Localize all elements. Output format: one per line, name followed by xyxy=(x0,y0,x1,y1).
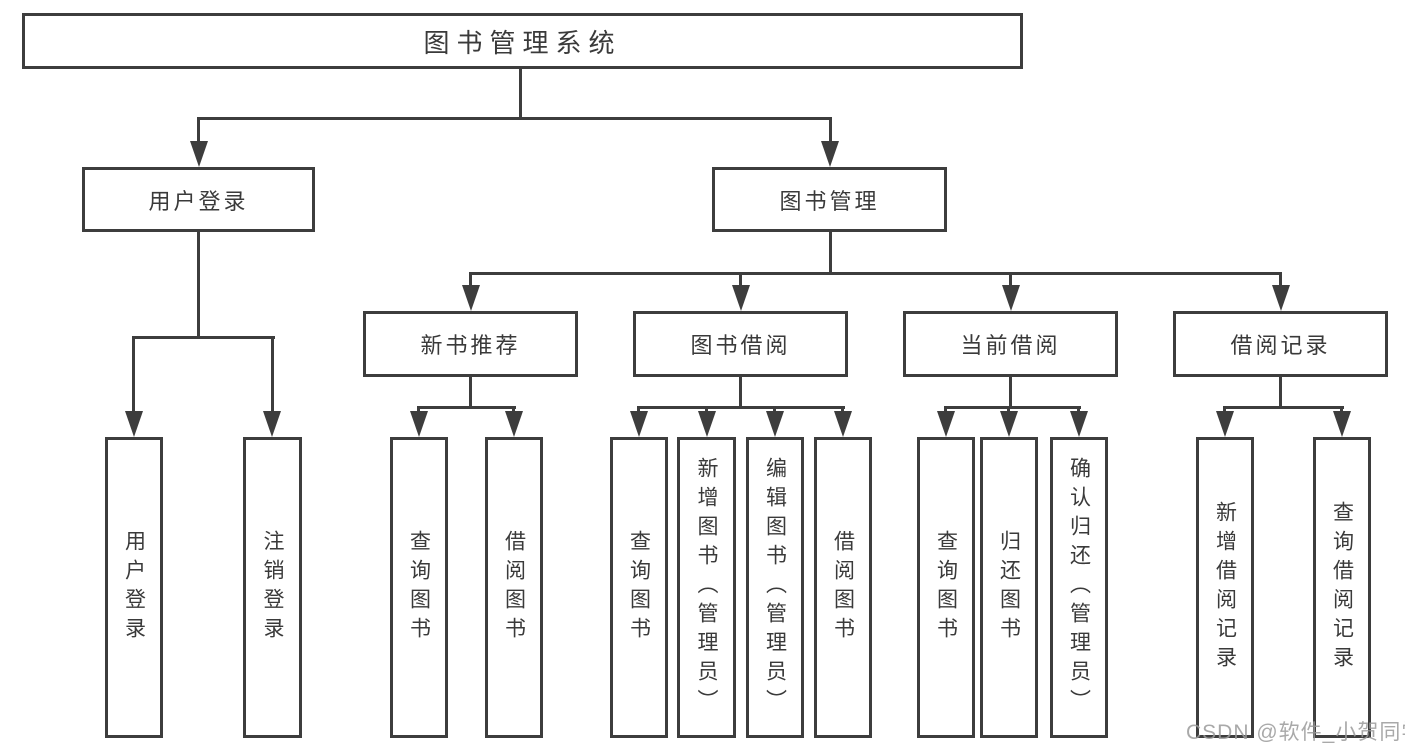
leaf-label: 新增借阅记录 xyxy=(1213,500,1237,675)
arrow-down-icon xyxy=(1000,411,1018,437)
node-book-borrowing: 图书借阅 xyxy=(633,311,848,377)
node-label: 图书管理 xyxy=(779,188,880,214)
arrow-down-icon xyxy=(937,411,955,437)
node-library-management-system: 图书管理系统 xyxy=(22,13,1023,69)
leaf-label: 查询图书 xyxy=(627,529,651,646)
leaf-query-borrow-record: 查询借阅记录 xyxy=(1313,437,1371,738)
node-label: 用户登录 xyxy=(148,188,249,214)
arrow-down-icon xyxy=(732,285,750,311)
leaf-query-books-borrowing: 查询图书 xyxy=(610,437,668,738)
leaf-label: 归还图书 xyxy=(997,529,1021,646)
leaf-confirm-return-admin: 确认归还（管理员） xyxy=(1050,437,1108,738)
connector-segment xyxy=(1223,406,1344,409)
leaf-label: 用户登录 xyxy=(122,529,146,646)
node-label: 新书推荐 xyxy=(420,333,521,358)
node-user-login: 用户登录 xyxy=(82,167,315,232)
arrow-down-icon xyxy=(505,411,523,437)
arrow-down-icon xyxy=(821,141,839,167)
leaf-borrow-books: 借阅图书 xyxy=(814,437,872,738)
leaf-label: 编辑图书（管理员） xyxy=(763,457,787,718)
arrow-down-icon xyxy=(462,285,480,311)
connector-segment xyxy=(829,232,832,275)
connector-segment xyxy=(1009,272,1012,290)
leaf-add-book-admin: 新增图书（管理员） xyxy=(677,437,736,738)
arrow-down-icon xyxy=(1002,285,1020,311)
connector-segment xyxy=(197,117,200,145)
node-new-book-recommendation: 新书推荐 xyxy=(363,311,578,377)
leaf-label: 查询借阅记录 xyxy=(1330,500,1354,675)
leaf-user-login: 用户登录 xyxy=(105,437,163,738)
connector-segment xyxy=(469,377,472,409)
connector-segment xyxy=(197,232,200,339)
node-label: 图书管理系统 xyxy=(423,27,622,58)
leaf-label: 注销登录 xyxy=(261,529,284,646)
leaf-label: 借阅图书 xyxy=(502,529,526,646)
connector-segment xyxy=(739,272,742,290)
connector-segment xyxy=(132,336,275,339)
leaf-query-books-current: 查询图书 xyxy=(917,437,975,738)
csdn-watermark: CSDN @软件_小贺同学 xyxy=(1186,721,1405,744)
leaf-label: 确认归还（管理员） xyxy=(1067,457,1091,718)
connector-segment xyxy=(637,406,845,409)
leaf-add-borrow-record: 新增借阅记录 xyxy=(1196,437,1254,738)
connector-segment xyxy=(1009,377,1012,409)
connector-segment xyxy=(944,406,1081,409)
leaf-label: 新增图书（管理员） xyxy=(695,457,718,718)
node-label: 图书借阅 xyxy=(690,333,791,358)
arrow-down-icon xyxy=(125,411,143,437)
arrow-down-icon xyxy=(190,141,208,167)
node-label: 借阅记录 xyxy=(1230,333,1331,358)
arrow-down-icon xyxy=(1333,411,1351,437)
leaf-query-books-recommend: 查询图书 xyxy=(390,437,448,738)
leaf-label: 查询图书 xyxy=(934,529,958,646)
connector-segment xyxy=(519,68,522,120)
arrow-down-icon xyxy=(263,411,281,437)
arrow-down-icon xyxy=(698,411,716,437)
arrow-down-icon xyxy=(1070,411,1088,437)
arrow-down-icon xyxy=(766,411,784,437)
node-borrowing-records: 借阅记录 xyxy=(1173,311,1388,377)
connector-segment xyxy=(132,336,135,416)
connector-segment xyxy=(829,117,832,145)
leaf-edit-book-admin: 编辑图书（管理员） xyxy=(746,437,804,738)
leaf-logout: 注销登录 xyxy=(243,437,302,738)
arrow-down-icon xyxy=(1216,411,1234,437)
connector-segment xyxy=(469,272,472,290)
leaf-return-book: 归还图书 xyxy=(980,437,1038,738)
leaf-label: 借阅图书 xyxy=(831,529,855,646)
node-book-management: 图书管理 xyxy=(712,167,947,232)
arrow-down-icon xyxy=(410,411,428,437)
leaf-borrow-books-recommend: 借阅图书 xyxy=(485,437,543,738)
connector-segment xyxy=(271,336,274,416)
connector-segment xyxy=(1279,377,1282,409)
node-current-borrowing: 当前借阅 xyxy=(903,311,1118,377)
leaf-label: 查询图书 xyxy=(407,529,431,646)
node-label: 当前借阅 xyxy=(960,333,1061,358)
connector-segment xyxy=(197,117,832,120)
connector-segment xyxy=(739,377,742,409)
connector-segment xyxy=(417,406,516,409)
arrow-down-icon xyxy=(630,411,648,437)
arrow-down-icon xyxy=(1272,285,1290,311)
connector-segment xyxy=(469,272,1282,275)
connector-segment xyxy=(1279,272,1282,290)
arrow-down-icon xyxy=(834,411,852,437)
